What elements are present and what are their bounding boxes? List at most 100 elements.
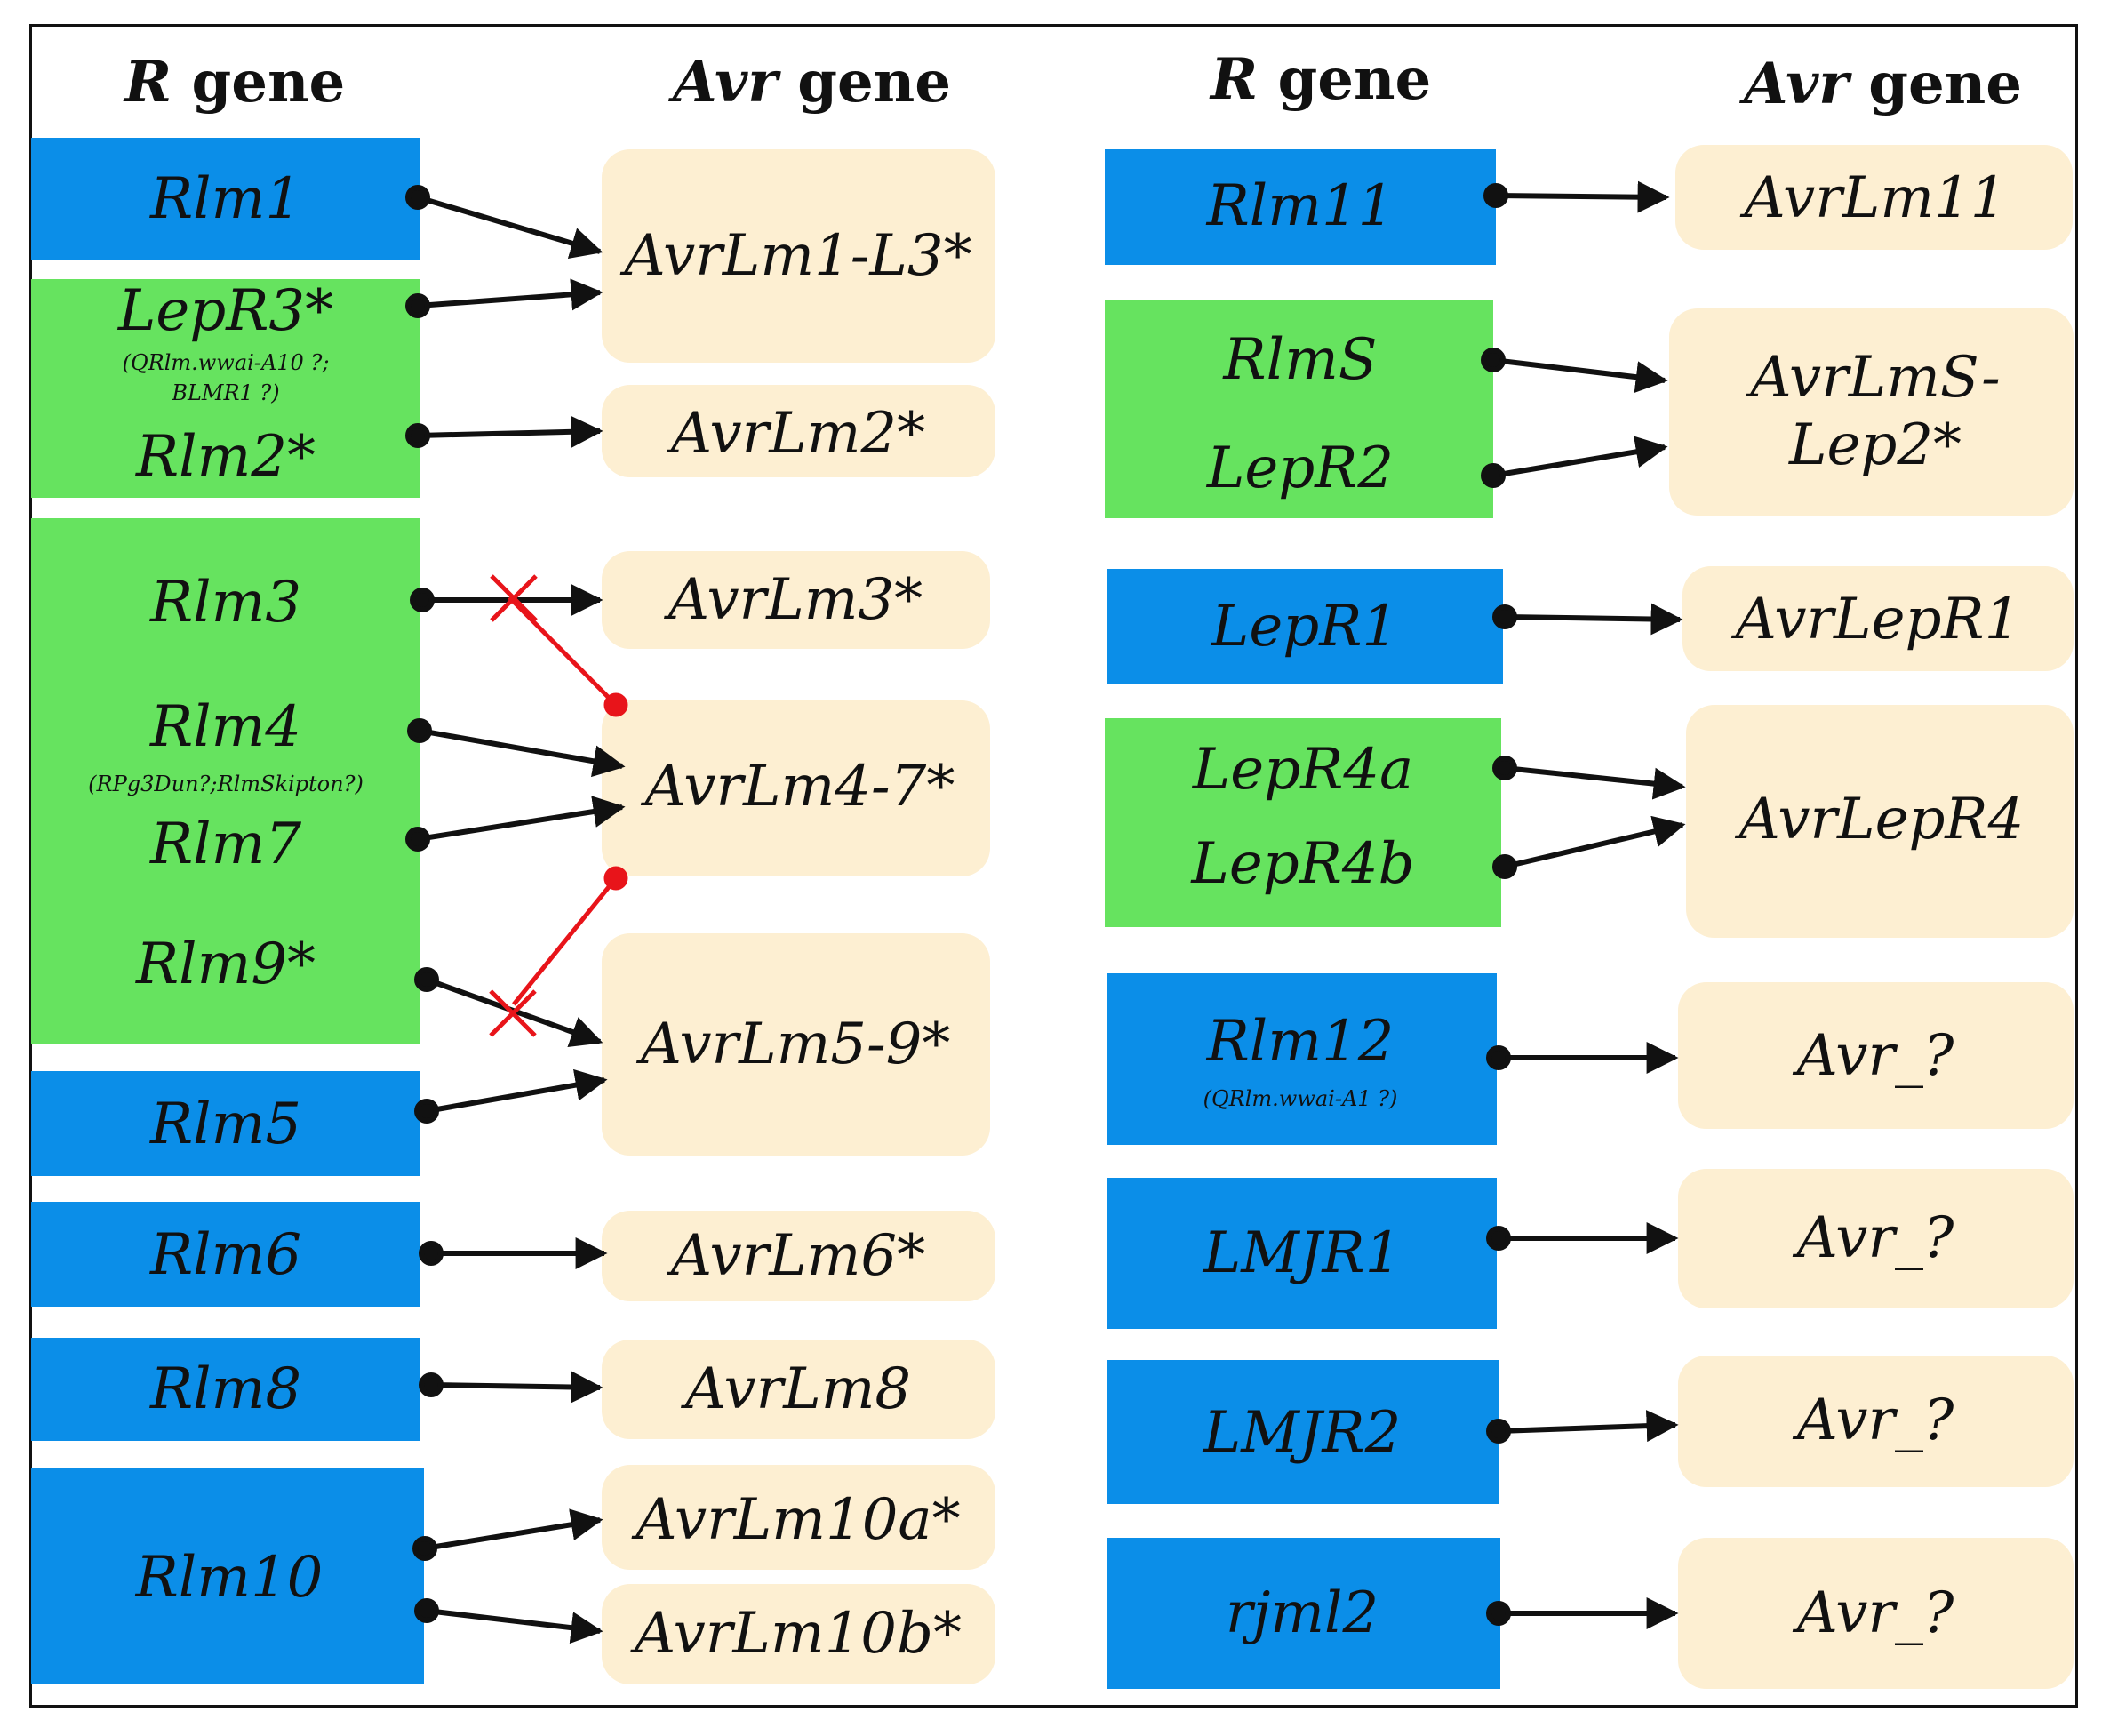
avr-gene-label-avr-unknown-1: Avr_? xyxy=(1796,1023,1954,1089)
r-gene-box-rlm6 xyxy=(31,1202,420,1307)
arrow-origin-dot xyxy=(405,293,430,318)
left-avr-gene-header: Avr gene xyxy=(673,49,951,116)
r-gene-label-rlm8: Rlm8 xyxy=(149,1356,302,1422)
avr-gene-box-avrlm8 xyxy=(602,1340,995,1439)
r-gene-box-rlm1 xyxy=(31,138,420,260)
arrow-lepr4b-avrlepr4 xyxy=(1504,815,1686,869)
r-gene-box-rlm5 xyxy=(31,1071,420,1176)
r-gene-alias-rlm4: (RPg3Dun?;RlmSkipton?) xyxy=(88,772,364,796)
avr-gene-box-avrlm1-l3 xyxy=(602,149,995,363)
avr-gene-label-avrlm6: AvrLm6* xyxy=(670,1223,926,1289)
arrow-origin-dot xyxy=(1486,1226,1511,1251)
arrow-origin-dot xyxy=(414,967,439,992)
avr-gene-label-avrlm10b: AvrLm10b* xyxy=(635,1601,962,1667)
arrow-lepr1-avrlepr1 xyxy=(1504,603,1683,636)
arrow-origin-dot xyxy=(419,1372,444,1397)
r-gene-alias-lepr3: (QRlm.wwai-A10 ?; BLMR1 ?) xyxy=(122,350,330,405)
r-gene-label-rlm12: Rlm12 xyxy=(1206,1009,1395,1075)
r-gene-label-lmjr2: LMJR2 xyxy=(1203,1400,1402,1466)
masking-line-avrlm4-7-rlm3 xyxy=(508,596,618,707)
arrow-origin-dot xyxy=(410,588,435,612)
arrow-rlm7-avrlm4-7 xyxy=(417,796,626,842)
r-gene-label-rlm3: Rlm3 xyxy=(149,570,302,636)
avr-gene-box-avrlm6 xyxy=(602,1211,995,1301)
arrow-rlms-avrlms-lep2 xyxy=(1492,357,1668,394)
avr-gene-label-avrlepr1: AvrLepR1 xyxy=(1735,587,2021,652)
arrow-origin-dot xyxy=(414,1598,439,1623)
r-gene-label-lepr1: LepR1 xyxy=(1211,594,1399,660)
avr-gene-box-avr-unknown-1 xyxy=(1678,982,2074,1129)
r-gene-box-lepr3-rlm2 xyxy=(31,279,420,498)
avr-gene-label-avrlm2: AvrLm2* xyxy=(670,401,926,467)
arrow-origin-dot xyxy=(419,1241,444,1266)
r-gene-label-rjml2: rjml2 xyxy=(1225,1580,1379,1646)
arrow-origin-dot xyxy=(412,1536,437,1561)
avr-gene-label-avrlepr4: AvrLepR4 xyxy=(1738,787,2025,852)
avr-gene-box-avr-unknown-4 xyxy=(1678,1538,2074,1689)
arrow-lepr3-avrlm1-l3 xyxy=(417,278,603,311)
r-gene-box-rlm8 xyxy=(31,1338,420,1441)
arrow-origin-dot xyxy=(1481,348,1506,372)
r-gene-label-rlm2: Rlm2* xyxy=(135,424,316,490)
arrow-origin-dot xyxy=(1486,1601,1511,1626)
masking-dot-avrlm4-7-bottom xyxy=(603,866,628,891)
r-gene-label-rlm9: Rlm9* xyxy=(135,932,316,997)
arrow-origin-dot xyxy=(1486,1045,1511,1070)
avr-gene-box-avrlm5-9 xyxy=(602,933,990,1156)
r-gene-box-lepr1 xyxy=(1107,569,1503,684)
r-gene-box-lepr4a-lepr4b xyxy=(1105,718,1501,927)
arrow-rlm11-avrlm11 xyxy=(1495,180,1670,213)
arrow-origin-dot xyxy=(405,827,430,852)
r-gene-box-lmjr1 xyxy=(1107,1178,1497,1329)
avr-gene-box-avrlm2 xyxy=(602,385,995,477)
avr-gene-label-avrlm10a: AvrLm10a* xyxy=(635,1487,961,1553)
masking-cross-rlm9 xyxy=(489,989,537,1037)
arrow-lepr2-avrlms-lep2 xyxy=(1492,436,1668,478)
avr-gene-label-avr-unknown-2: Avr_? xyxy=(1796,1205,1954,1271)
avr-gene-box-avrlepr1 xyxy=(1682,566,2074,671)
avr-gene-label-avrlm4-7: AvrLm4-7* xyxy=(644,754,955,820)
r-gene-box-rlm12 xyxy=(1107,973,1497,1145)
r-gene-box-rlm10 xyxy=(31,1468,424,1684)
r-gene-label-rlm6: Rlm6 xyxy=(149,1222,302,1288)
left-r-gene-header: R gene xyxy=(124,49,346,116)
r-gene-box-rlms-lepr2 xyxy=(1105,300,1493,518)
avr-gene-box-avrlm4-7 xyxy=(602,700,990,876)
arrow-origin-dot xyxy=(1492,756,1517,780)
arrow-lmjr2-avr-unknown-3 xyxy=(1498,1410,1679,1443)
arrow-origin-dot xyxy=(405,185,430,210)
arrow-rlm8-avrlm8 xyxy=(430,1371,603,1404)
arrow-origin-dot xyxy=(407,718,432,743)
r-gene-label-rlm4: Rlm4 xyxy=(149,694,302,760)
r-gene-label-rlm10: Rlm10 xyxy=(135,1545,324,1611)
avr-gene-box-avr-unknown-3 xyxy=(1678,1356,2074,1487)
r-gene-label-rlm5: Rlm5 xyxy=(149,1092,302,1157)
avr-gene-label-avrlm5-9: AvrLm5-9* xyxy=(640,1012,951,1077)
arrow-rlm10-avrlm10a xyxy=(424,1508,603,1551)
masking-cross-rlm3 xyxy=(490,574,538,622)
avr-gene-box-avr-unknown-2 xyxy=(1678,1169,2074,1308)
masking-dot-avrlm4-7-top xyxy=(603,692,628,717)
arrow-rlm4-avrlm4-7 xyxy=(419,728,626,778)
r-gene-label-lepr2: LepR2 xyxy=(1206,436,1395,501)
arrow-rlm1-avrlm1-l3 xyxy=(417,195,603,260)
avr-gene-label-avrlm3: AvrLm3* xyxy=(667,567,923,633)
r-gene-label-lmjr1: LMJR1 xyxy=(1203,1220,1402,1286)
avr-gene-box-avrlm11 xyxy=(1675,145,2073,250)
figure-frame xyxy=(29,24,2078,1708)
right-avr-gene-header: Avr gene xyxy=(1744,51,2022,117)
r-gene-label-rlm11: Rlm11 xyxy=(1206,173,1395,239)
avr-gene-box-avrlm3 xyxy=(602,551,990,649)
avr-gene-label-avr-unknown-4: Avr_? xyxy=(1796,1580,1954,1646)
arrow-origin-dot xyxy=(405,423,430,448)
masking-line-avrlm4-7-rlm9 xyxy=(512,876,618,1006)
r-gene-label-rlm7: Rlm7 xyxy=(149,812,302,877)
avr-gene-box-avrlepr4 xyxy=(1686,705,2074,938)
arrow-origin-dot xyxy=(1481,463,1506,488)
r-gene-box-lmjr2 xyxy=(1107,1360,1499,1504)
arrow-rlm2-avrlm2 xyxy=(417,415,603,448)
arrow-origin-dot xyxy=(1486,1419,1511,1444)
r-gene-label-rlms: RlmS xyxy=(1223,327,1378,393)
